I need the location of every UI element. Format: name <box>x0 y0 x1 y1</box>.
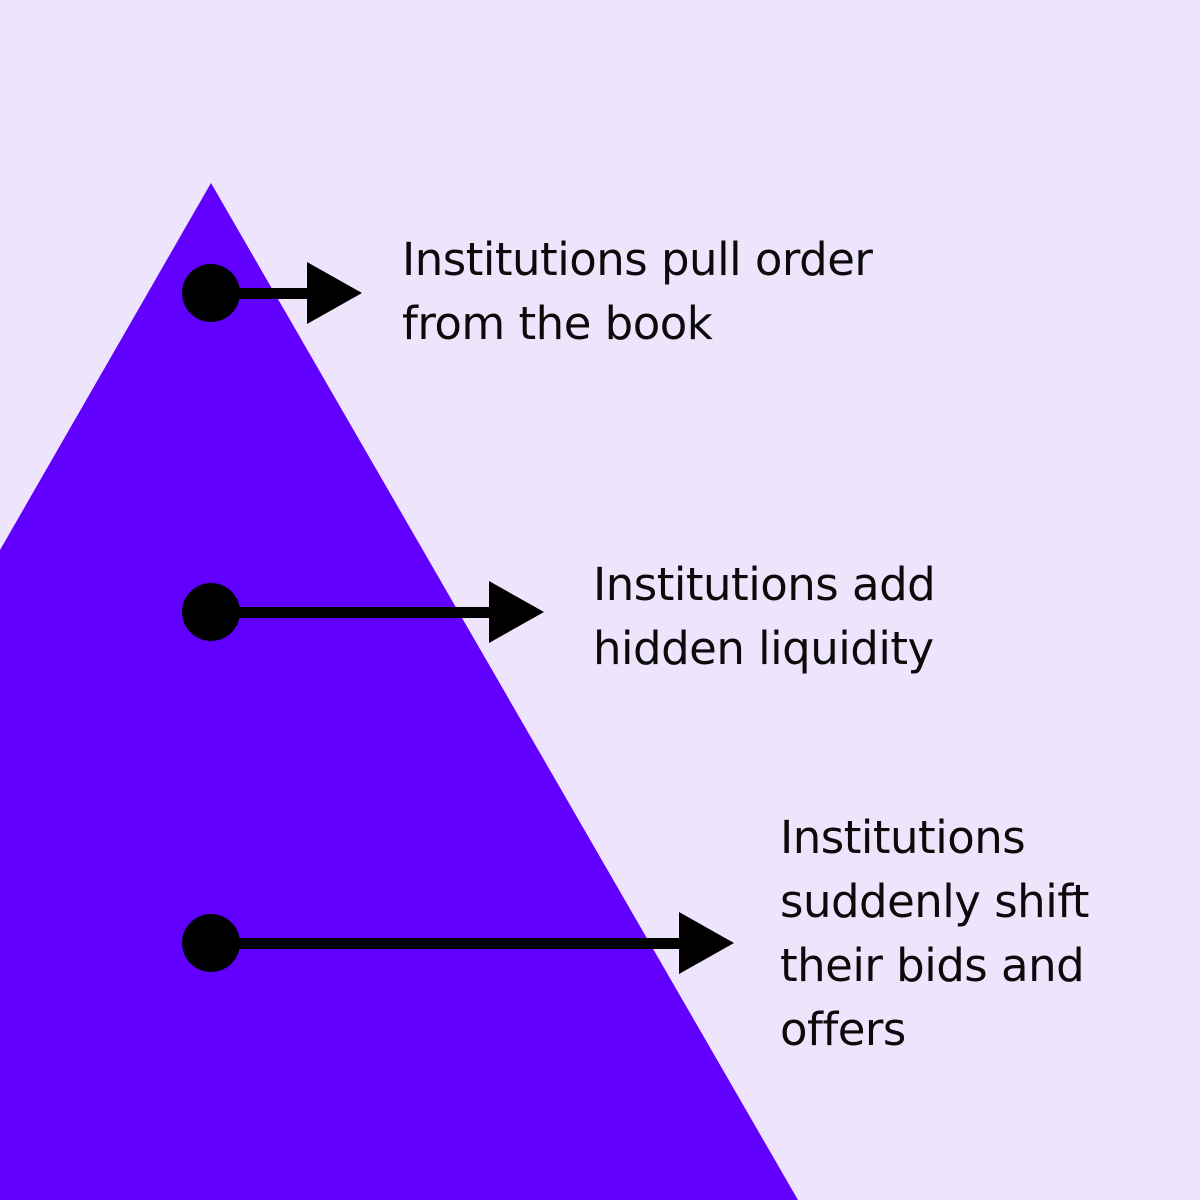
label-hidden-liquidity: Institutions add hidden liquidity <box>593 553 936 681</box>
label-2-line-1: Institutions add <box>593 558 936 611</box>
label-2-line-2: hidden liquidity <box>593 622 934 675</box>
label-1-line-1: Institutions pull order <box>402 233 873 286</box>
arrow-1-head <box>307 262 362 324</box>
arrow-2-head <box>489 581 544 643</box>
arrow-1-shaft <box>211 288 311 299</box>
arrow-2-shaft <box>211 607 493 618</box>
label-3-line-4: offers <box>780 1003 906 1056</box>
arrow-3-shaft <box>211 938 683 949</box>
label-shift-bids: Institutions suddenly shift their bids a… <box>780 806 1089 1062</box>
label-pull-order: Institutions pull order from the book <box>402 228 873 356</box>
arrow-1 <box>182 262 362 324</box>
label-3-line-3: their bids and <box>780 939 1085 992</box>
arrow-3 <box>182 912 734 974</box>
arrow-2 <box>182 581 544 643</box>
label-1-line-2: from the book <box>402 297 713 350</box>
label-3-line-1: Institutions <box>780 811 1026 864</box>
label-3-line-2: suddenly shift <box>780 875 1089 928</box>
arrow-3-head <box>679 912 734 974</box>
